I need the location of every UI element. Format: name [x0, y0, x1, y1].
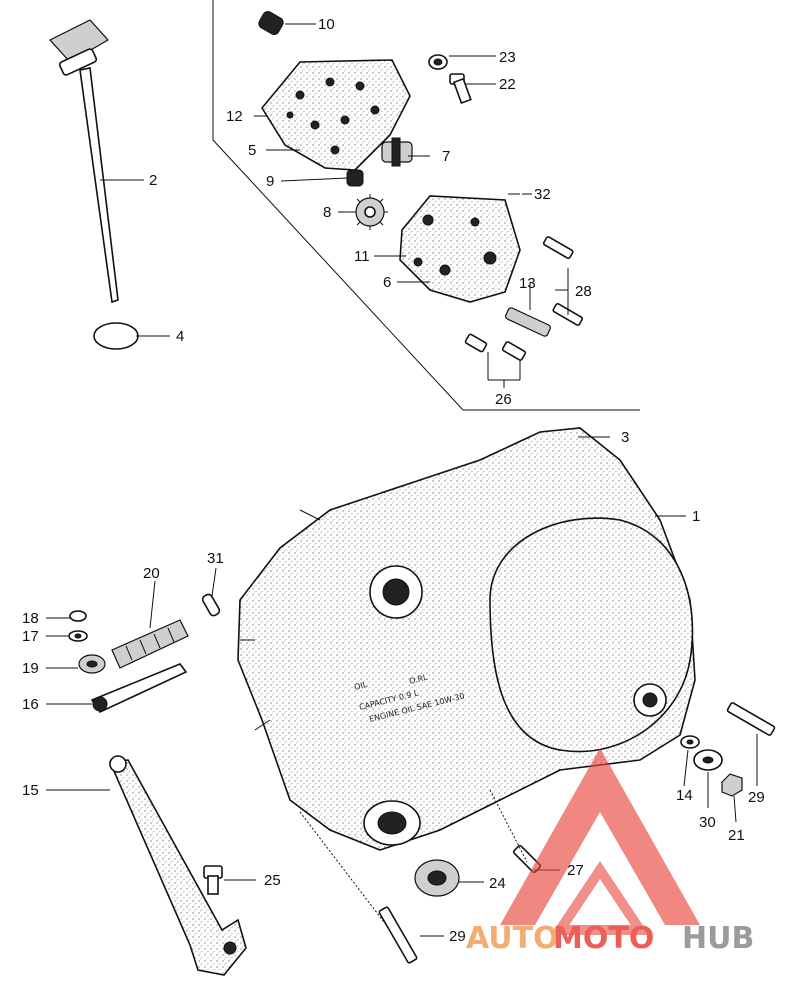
- subassembly-bracket: [212, 0, 640, 411]
- callout-1: 1: [692, 508, 700, 525]
- part-11-pump-body: [399, 195, 521, 303]
- part-18-washer: [69, 610, 87, 622]
- callout-27: 27: [567, 862, 584, 879]
- callout-9: 9: [266, 173, 274, 190]
- callout-12: 12: [226, 108, 243, 125]
- callout-5: 5: [248, 142, 256, 159]
- part-12-pump-cover: [261, 59, 411, 171]
- part-24-cap: [414, 859, 460, 897]
- callout-29-bottom: 29: [449, 928, 466, 945]
- part-29a-bolt: [726, 702, 776, 736]
- callout-21: 21: [728, 827, 745, 844]
- part-17-washer: [68, 630, 88, 642]
- callout-18: 18: [22, 610, 39, 627]
- callout-13: 13: [519, 275, 536, 292]
- part-10-pin: [258, 11, 284, 35]
- callout-4: 4: [176, 328, 184, 345]
- callout-labels: 10 23 22 12 5 7 9 32 8 11 6 13 28 26 2 4…: [22, 16, 765, 945]
- callout-10: 10: [318, 16, 335, 33]
- watermark-text-hub: HUB: [682, 921, 754, 956]
- part-8-gear: [352, 194, 388, 230]
- part-26-screws: [464, 333, 527, 361]
- casting-oil-text: OIL: [353, 680, 368, 692]
- callout-29-right: 29: [748, 789, 765, 806]
- part-7-fitting: [381, 137, 413, 167]
- callout-20: 20: [143, 565, 160, 582]
- watermark-triangle-icon: [500, 748, 700, 925]
- casting-oil-right-text: O.RL: [408, 673, 429, 686]
- callout-17: 17: [22, 628, 39, 645]
- callout-25: 25: [264, 872, 281, 889]
- watermark-text-moto: MOTO: [553, 921, 654, 956]
- callout-8: 8: [323, 204, 331, 221]
- callout-31: 31: [207, 550, 224, 567]
- callout-14: 14: [676, 787, 693, 804]
- callout-23: 23: [499, 49, 516, 66]
- part-13-bolt: [505, 307, 551, 337]
- part-19-seal: [78, 654, 106, 674]
- callout-22: 22: [499, 76, 516, 93]
- part-22-bolt: [449, 73, 472, 105]
- callout-24: 24: [489, 875, 506, 892]
- part-21-nut: [721, 773, 743, 797]
- part-1-crankcase-cover: OIL O.RL CAPACITY 0.9 L ENGINE OIL SAE 1…: [237, 427, 696, 851]
- part-30-washer: [693, 749, 723, 771]
- callout-11: 11: [354, 248, 370, 265]
- callout-16: 16: [22, 696, 39, 713]
- part-15-kick-lever: [108, 755, 247, 976]
- leader-lines: [46, 23, 758, 937]
- callout-2: 2: [149, 172, 157, 189]
- callout-15: 15: [22, 782, 39, 799]
- callout-30: 30: [699, 814, 716, 831]
- part-25-bolt: [203, 865, 223, 895]
- part-28-screws: [542, 236, 584, 326]
- part-16-lever-arm: [90, 663, 188, 714]
- callout-26: 26: [495, 391, 512, 408]
- part-2-dipstick: [49, 19, 119, 304]
- part-23-washer: [428, 54, 448, 70]
- callout-3: 3: [621, 429, 629, 446]
- part-14-washer: [680, 735, 700, 749]
- callout-6: 6: [383, 274, 391, 291]
- part-9-collar: [346, 169, 364, 187]
- callout-19: 19: [22, 660, 39, 677]
- part-29b-bolt: [378, 906, 418, 964]
- callout-28: 28: [575, 283, 592, 300]
- part-20-boot: [111, 619, 189, 669]
- part-4-o-ring: [93, 322, 139, 350]
- callout-32: 32: [534, 186, 551, 203]
- callout-7: 7: [442, 148, 450, 165]
- watermark-logo: AUTO MOTO HUB: [466, 748, 754, 956]
- part-31-dowel: [201, 593, 221, 617]
- watermark-text-auto: AUTO: [466, 921, 559, 956]
